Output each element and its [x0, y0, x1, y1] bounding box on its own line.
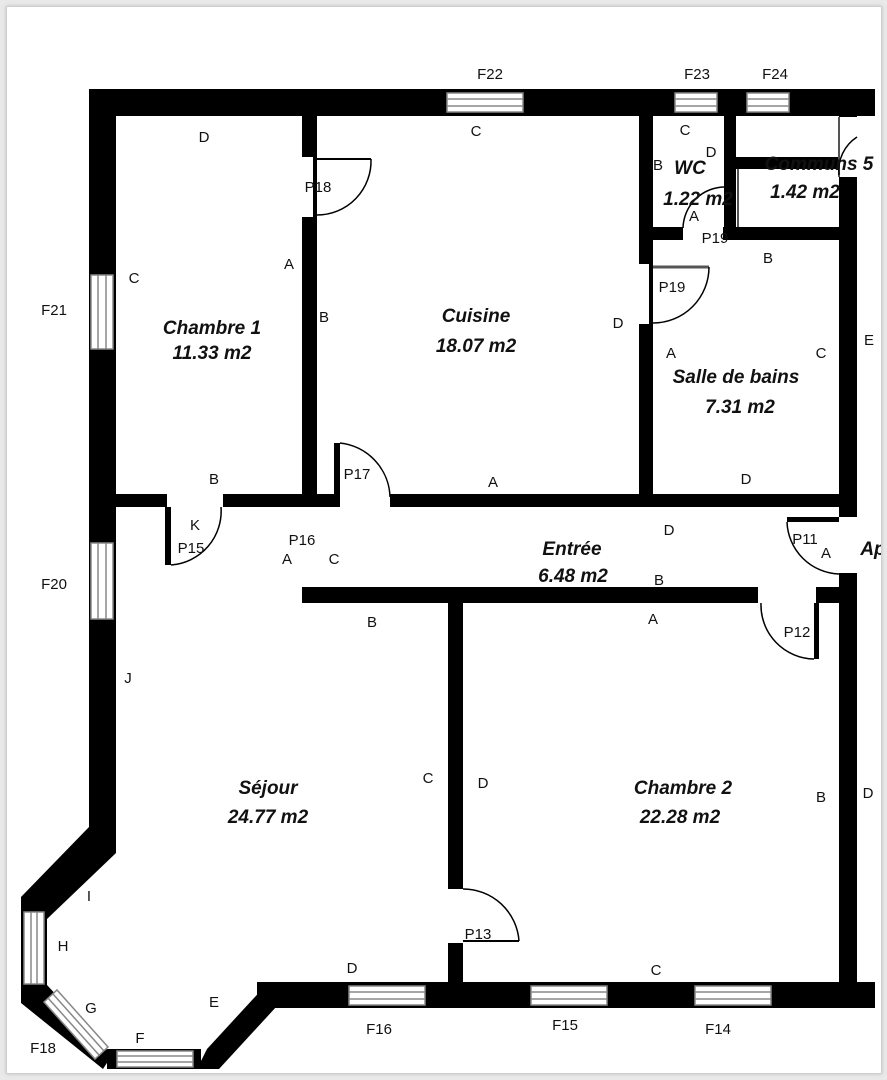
wall-letter: G — [85, 1000, 97, 1017]
room-area-sejour: 24.77 m2 — [227, 807, 309, 828]
room-name-sejour: Séjour — [238, 778, 299, 799]
wall-letter: C — [651, 962, 662, 979]
wall-letter: A — [821, 545, 831, 562]
window-label-f24: F24 — [762, 66, 788, 83]
wall-letter: C — [129, 270, 140, 287]
room-name-chambre-2: Chambre 2 — [634, 778, 733, 799]
wall-letter: A — [284, 256, 294, 273]
wall-letter: D — [478, 775, 489, 792]
wall-letter: A — [689, 208, 699, 225]
wall-letter: B — [654, 572, 664, 589]
window-label-f22: F22 — [477, 66, 503, 83]
window-f23 — [674, 92, 718, 113]
room-name-salle-de-bains: Salle de bains — [673, 367, 800, 388]
window-label-f20: F20 — [41, 576, 67, 593]
door-labels: P18 P19 P19 P17 P15 P16 P11 P12 P13 — [178, 179, 818, 943]
room-area-chambre-1: 11.33 m2 — [173, 343, 252, 364]
window-h — [23, 911, 45, 985]
window-label-f18: F18 — [30, 1040, 56, 1057]
wall-letter: F — [135, 1030, 144, 1047]
room-name-cuisine: Cuisine — [442, 306, 511, 327]
window-f14 — [694, 985, 772, 1006]
window-f18 — [42, 988, 110, 1061]
drawing-frame: Chambre 1 11.33 m2 Cuisine 18.07 m2 WC 1… — [6, 6, 882, 1074]
window-f15 — [530, 985, 608, 1006]
door-label-p17: P18 — [305, 179, 332, 196]
wall-letter: H — [58, 938, 69, 955]
room-area-salle-de-bains: 7.31 m2 — [705, 397, 775, 418]
window-label-f16: F16 — [366, 1021, 392, 1038]
window-f22 — [446, 92, 524, 113]
wall-letter: B — [319, 309, 329, 326]
wall-letter: D — [199, 129, 210, 146]
doors — [165, 117, 858, 943]
wall-letter: C — [680, 122, 691, 139]
wall-letter: K — [190, 517, 200, 534]
wall-letter: C — [329, 551, 340, 568]
room-area-entree: 6.48 m2 — [538, 566, 608, 587]
room-area-communs: 1.42 m2 — [770, 182, 840, 203]
wall-letter: B — [367, 614, 377, 631]
door-label-p16: P17 — [344, 466, 371, 483]
windows — [23, 92, 790, 1068]
wall-letter: A — [666, 345, 676, 362]
window-f16 — [348, 985, 426, 1006]
window-labels: F22 F23 F24 F21 F20 F18 F16 F15 F14 — [30, 66, 788, 1057]
wall-letter: E — [209, 994, 219, 1011]
room-name-fragment: Ap — [859, 539, 881, 560]
window-label-f15: F15 — [552, 1017, 578, 1034]
wall-letter: E — [864, 332, 874, 349]
room-name-wc: WC — [674, 158, 706, 179]
wall-letter: B — [763, 250, 773, 267]
wall-letter: C — [423, 770, 434, 787]
wall-letter: B — [653, 157, 663, 174]
wall-letter: B — [816, 789, 826, 806]
wall-letter: A — [648, 611, 658, 628]
wall-letter: C — [471, 123, 482, 140]
window-f — [116, 1050, 194, 1068]
wall-letter: A — [488, 474, 498, 491]
window-label-f23: F23 — [684, 66, 710, 83]
wall-letter: D — [741, 471, 752, 488]
room-labels: Chambre 1 11.33 m2 Cuisine 18.07 m2 WC 1… — [163, 154, 881, 828]
wall-letter: D — [613, 315, 624, 332]
wall-letter: A — [282, 551, 292, 568]
room-area-wc: 1.22 m2 — [663, 189, 733, 210]
window-f24 — [746, 92, 790, 113]
room-name-chambre-1: Chambre 1 — [163, 318, 261, 339]
door-label-p13: P13 — [465, 926, 492, 943]
room-name-communs: Communs 5 — [765, 154, 874, 175]
room-area-cuisine: 18.07 m2 — [436, 336, 517, 357]
wall-letter: B — [209, 471, 219, 488]
wall-letter: J — [124, 670, 132, 687]
room-name-entree: Entrée — [542, 539, 602, 560]
wall-letter: D — [863, 785, 874, 802]
window-f21 — [90, 274, 114, 350]
door-label-p18: P19 — [659, 279, 686, 296]
door-label-p12: P12 — [784, 624, 811, 641]
window-label-f14: F14 — [705, 1021, 731, 1038]
wall-letter: D — [664, 522, 675, 539]
door-label-p19: P19 — [702, 230, 729, 247]
door-label-p15: P16 — [289, 532, 316, 549]
wall-letter: D — [347, 960, 358, 977]
door-label-p11: P11 — [792, 531, 818, 548]
wall-letter: C — [816, 345, 827, 362]
window-f20 — [90, 542, 114, 620]
window-label-f21: F21 — [41, 302, 67, 319]
door-label-p14: P15 — [178, 540, 205, 557]
wall-letters: D C A B K C B D A C B D A B A C E D D A … — [58, 122, 874, 1047]
wall-letter: I — [87, 888, 91, 905]
floor-plan: Chambre 1 11.33 m2 Cuisine 18.07 m2 WC 1… — [21, 66, 881, 1069]
wall-letter: D — [706, 144, 717, 161]
room-area-chambre-2: 22.28 m2 — [639, 807, 721, 828]
